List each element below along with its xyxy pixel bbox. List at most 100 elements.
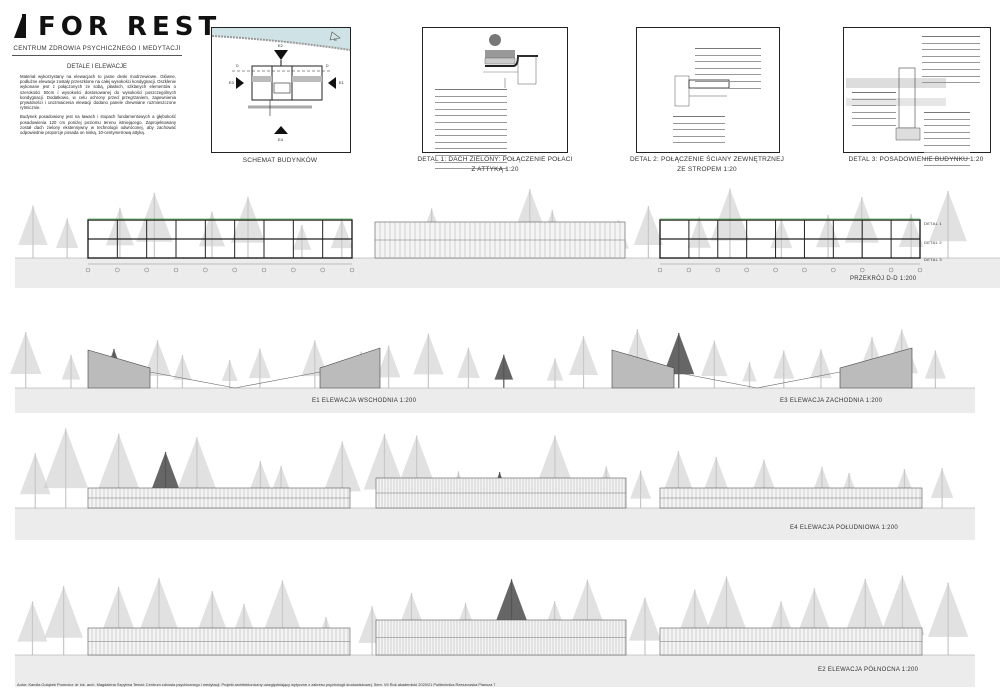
ground-band (15, 508, 975, 540)
section-heading: DETALE I ELEWACJE (66, 64, 127, 70)
east-building-right (319, 347, 381, 389)
detail-3-box (843, 27, 991, 166)
section-caption: PRZEKRÓJ D-D 1:200 (850, 276, 917, 282)
tree-icon (10, 332, 42, 375)
tree-icon (546, 358, 564, 381)
logo-mark (14, 14, 23, 38)
tree-icon (843, 578, 887, 636)
tree-icon (99, 586, 138, 638)
tree-icon (662, 451, 695, 494)
label-e4: E4 (278, 137, 283, 142)
section-mark-right: D (326, 64, 329, 68)
schema-box: E2 E3 E1 E4 N D D (211, 27, 351, 153)
grid-axis-marker (173, 267, 179, 273)
tree-icon (880, 575, 925, 636)
tree-icon (261, 580, 304, 637)
tree-icon (363, 433, 406, 490)
grid-axis-marker (85, 267, 91, 273)
tree-icon (61, 354, 81, 380)
label-e1: E1 (339, 80, 344, 85)
label-e3: E3 (229, 80, 234, 85)
tree-icon (144, 340, 171, 377)
tree-icon (198, 211, 225, 247)
tree-icon (773, 350, 795, 379)
tree-icon (292, 224, 312, 250)
page-subtitle: CENTRUM ZDROWIA PSYCHICZNEGO I MEDYTACJI (13, 45, 181, 52)
north-arrow-label: N (334, 38, 337, 42)
section-mark-left: D (236, 64, 239, 68)
tree-icon (413, 333, 444, 375)
detail-3-caption-block: DETAL 3: POSADOWIENIE BUDYNKU 1:20 (836, 156, 996, 164)
detail-3-layer-table-insulation (852, 92, 896, 126)
description-paragraph-2: Budynek posadowiony jest na ławach i sto… (20, 114, 176, 136)
detail-2-layer-table-top (695, 48, 761, 89)
tree-icon (19, 453, 51, 495)
detail-1-caption-line2: Z ATTYKĄ 1:20 (471, 166, 519, 173)
detail-2-caption-line1: DETAL 2: POŁĄCZENIE ŚCIANY ZEWNĘTRZNEJ (629, 156, 785, 163)
detail-3-caption: DETAL 3: POSADOWIENIE BUDYNKU 1:20 (848, 156, 984, 163)
grid-axis-marker (657, 267, 663, 273)
tree-icon (396, 435, 437, 490)
east-building-left (87, 349, 151, 389)
grid-axis-marker (291, 267, 296, 273)
building-schema (211, 28, 351, 134)
tree-icon (742, 362, 757, 382)
tree-icon (177, 437, 217, 491)
detail-1-caption-block: DETAL 1: DACH ZIELONY: POŁĄCZENIE POŁACI… (395, 156, 595, 174)
tree-icon (56, 218, 79, 249)
tree-icon (17, 601, 48, 642)
detail-1-drawing (483, 34, 538, 88)
tree-icon (929, 190, 967, 242)
detail-marker-2: DETAL 2 (924, 240, 942, 245)
elevation-e3-caption: E3 ELEWACJA ZACHODNIA 1:200 (780, 398, 883, 404)
tree-icon (18, 205, 48, 245)
grid-axis-marker (715, 267, 720, 273)
tree-icon (330, 218, 353, 249)
detail-2-layer-table-bottom (673, 116, 725, 144)
grid-axis-marker (144, 267, 149, 273)
elevation-e4-caption: E4 ELEWACJA POŁUDNIOWA 1:200 (790, 525, 898, 531)
schema-caption: SCHEMAT BUDYNKÓW (242, 157, 318, 164)
schema-caption-block: SCHEMAT BUDYNKÓW (211, 157, 349, 165)
connector-roof (149, 371, 321, 389)
elevation-e2-caption: E2 ELEWACJA PÓŁNOCNA 1:200 (818, 667, 919, 673)
tree-icon (457, 347, 480, 378)
grid-axis-marker (831, 267, 836, 273)
west-building-right (839, 347, 913, 389)
elevation-e1-caption: E1 ELEWACJA WSCHODNIA 1:200 (312, 398, 417, 404)
tree-icon (924, 350, 946, 379)
detail-marker-3: DETAL 3 (924, 257, 942, 262)
tree-icon (248, 348, 271, 379)
tree-icon (97, 433, 140, 490)
tree-icon (323, 441, 361, 492)
detail-1-layer-table (435, 89, 507, 170)
detail-2-box (636, 27, 780, 153)
detail-3-layer-table-wall (922, 36, 980, 84)
detail-2-caption-line2: ZE STROPEM 1:20 (677, 166, 737, 173)
tree-icon (44, 585, 83, 638)
grid-axis-marker (744, 267, 749, 273)
tree-icon (927, 582, 969, 637)
page-title: FOR REST (38, 12, 222, 42)
detail-1-caption-line1: DETAL 1: DACH ZIELONY: POŁĄCZENIE POŁACI (417, 156, 573, 163)
tree-icon (704, 576, 749, 636)
grid-axis-marker (888, 267, 894, 273)
west-building-left (611, 349, 675, 389)
tree-icon (194, 591, 231, 640)
tree-icon (137, 578, 181, 636)
tree-icon (701, 340, 728, 377)
footer-credits: Autor: Kamila Gołąbek Promotor: dr inż. … (17, 682, 496, 687)
tree-icon (247, 461, 274, 497)
tree-icon (173, 355, 192, 380)
tree-icon (795, 588, 833, 639)
description-paragraph-1: Materiał wykorzystany na elewacjach to j… (20, 74, 176, 111)
tree-icon (633, 205, 663, 245)
grid-axis-marker (860, 267, 865, 273)
tree-icon (810, 349, 832, 379)
grid-axis-marker (203, 267, 208, 273)
tree-icon (149, 451, 182, 494)
label-e2: E2 (278, 43, 283, 48)
logo-mark-bar (22, 14, 26, 38)
tree-icon (663, 332, 695, 375)
